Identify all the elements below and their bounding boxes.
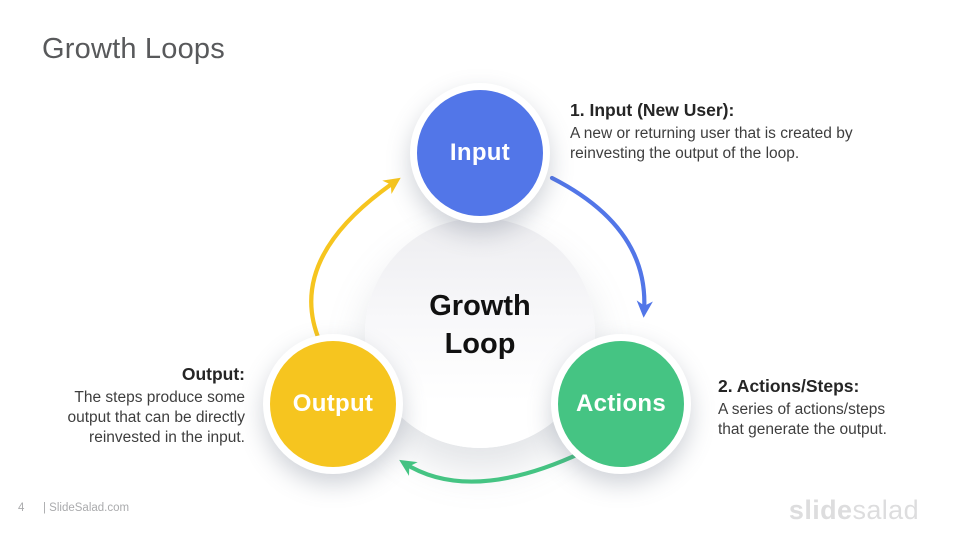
node-output: Output xyxy=(263,334,403,474)
output-description-body: The steps produce some output that can b… xyxy=(67,388,245,447)
input-description: 1. Input (New User): A new or returning … xyxy=(570,100,900,164)
actions-description: 2. Actions/Steps: A series of actions/st… xyxy=(718,376,948,440)
input-description-heading: 1. Input (New User): xyxy=(570,100,735,120)
output-description: Output: The steps produce some output th… xyxy=(33,364,245,448)
footer-site-link[interactable]: | SlideSalad.com xyxy=(43,502,130,514)
actions-description-body: A series of actions/steps that generate … xyxy=(718,400,887,439)
slidesalad-logo-bold: slide xyxy=(788,495,853,525)
slidesalad-logo-light: salad xyxy=(852,495,919,525)
output-description-heading: Output: xyxy=(181,364,245,384)
node-output-label: Output xyxy=(292,390,374,417)
arrow-actions-to-output xyxy=(399,449,586,484)
slide-title: Growth Loops xyxy=(42,33,225,65)
center-label: Growth Loop xyxy=(429,289,531,360)
slidesalad-logo: slidesalad xyxy=(789,495,919,526)
node-input-label: Input xyxy=(449,139,511,166)
node-actions-label: Actions xyxy=(575,390,667,417)
node-input: Input xyxy=(410,83,550,223)
page-number: 4 xyxy=(18,502,25,514)
node-actions: Actions xyxy=(551,334,691,474)
input-description-body: A new or returning user that is created … xyxy=(570,124,853,163)
actions-description-heading: 2. Actions/Steps: xyxy=(718,376,860,396)
